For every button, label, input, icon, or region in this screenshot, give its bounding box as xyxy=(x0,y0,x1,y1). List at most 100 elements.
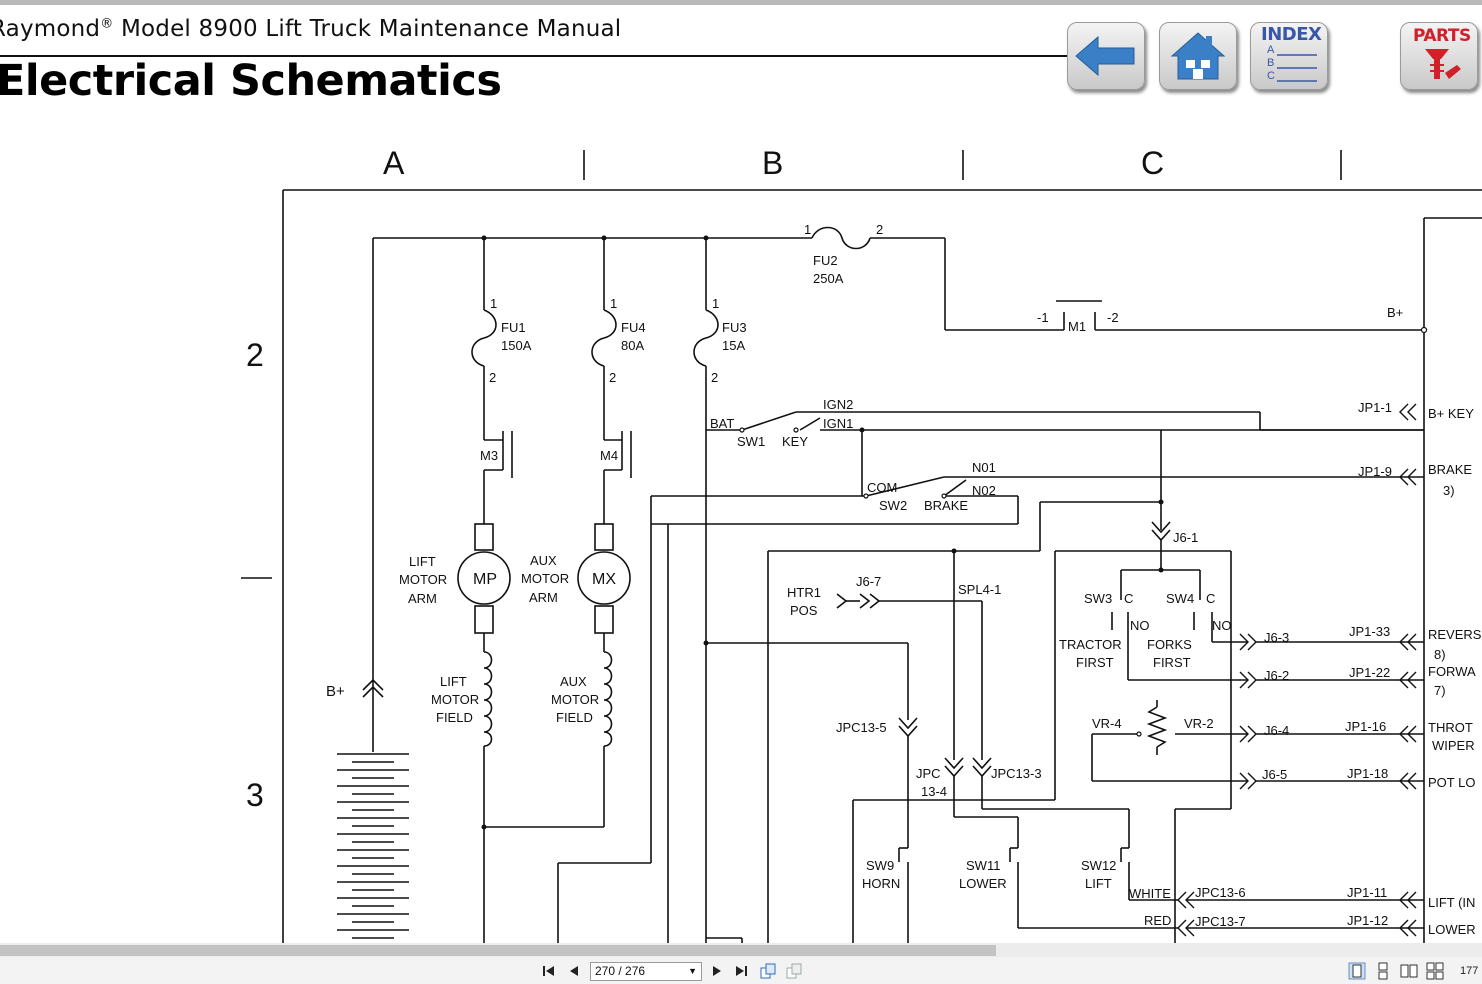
horn-label: HORN xyxy=(862,876,900,891)
home-icon xyxy=(1170,32,1226,80)
m1-pin1-label: -1 xyxy=(1037,310,1049,325)
row-label-3: 3 xyxy=(246,777,264,813)
m3-label: M3 xyxy=(480,448,498,463)
page-number-input[interactable]: 270 / 276 ▼ xyxy=(590,962,702,981)
jp1-11-label: JP1-11 xyxy=(1347,885,1387,900)
fu2-pin2-label: 2 xyxy=(876,222,883,237)
page-indicator: 270 / 276 xyxy=(595,964,646,978)
fu2-rating-label: 250A xyxy=(813,271,844,286)
vr-2-label: VR-2 xyxy=(1184,716,1214,731)
window-top-edge xyxy=(0,0,1482,5)
parts-button[interactable]: PARTS xyxy=(1400,22,1478,90)
mx-label: MX xyxy=(592,571,616,588)
next-view-icon[interactable] xyxy=(785,962,803,980)
chevron-down-icon[interactable]: ▼ xyxy=(688,966,697,976)
sw4-label: SW4 xyxy=(1166,591,1194,606)
sw2-label: SW2 xyxy=(879,498,907,513)
lower-label: LOWER xyxy=(1428,922,1476,937)
sw4-no-label: NO xyxy=(1212,618,1232,633)
b-plus-top-label: B+ xyxy=(1387,305,1403,320)
throttle-label: THROT xyxy=(1428,720,1473,735)
fu3-rating-label: 15A xyxy=(722,338,745,353)
aux-motor-field-label-2: MOTOR xyxy=(551,692,599,707)
last-page-icon[interactable] xyxy=(732,962,750,980)
fu1-pin2-label: 2 xyxy=(489,370,496,385)
j6-4-label: J6-4 xyxy=(1264,723,1289,738)
sw4-c-label: C xyxy=(1206,591,1215,606)
continuous-facing-view-icon[interactable] xyxy=(1426,962,1444,980)
jp1-12-label: JP1-12 xyxy=(1347,913,1388,928)
jp1-22-label: JP1-22 xyxy=(1349,665,1390,680)
lift-motor-field-label-2: MOTOR xyxy=(431,692,479,707)
jp1-9-label: JP1-9 xyxy=(1358,464,1392,479)
lift-motor-arm-label-1: LIFT xyxy=(409,554,436,569)
facing-view-icon[interactable] xyxy=(1400,962,1418,980)
fu4-rating-label: 80A xyxy=(621,338,644,353)
index-letter-b: B xyxy=(1267,57,1275,69)
n02-label: N02 xyxy=(972,483,996,498)
brake-label: BRAKE xyxy=(1428,462,1472,477)
horizontal-scrollbar-thumb[interactable] xyxy=(0,945,996,956)
red-wire-label: RED xyxy=(1144,913,1171,928)
key-label: KEY xyxy=(782,434,808,449)
continuous-view-icon[interactable] xyxy=(1374,962,1392,980)
tractor-first-label: FIRST xyxy=(1076,655,1114,670)
fu2-pin1-label: 1 xyxy=(804,222,811,237)
lift-motor-arm-label-2: MOTOR xyxy=(399,572,447,587)
fu1-label: FU1 xyxy=(501,320,526,335)
index-letter-a: A xyxy=(1267,44,1275,56)
b-plus-key-label: B+ KEY xyxy=(1428,406,1474,421)
lift-switch-label: LIFT xyxy=(1085,876,1112,891)
sw9-label: SW9 xyxy=(866,858,894,873)
fu4-label: FU4 xyxy=(621,320,646,335)
n01-label: N01 xyxy=(972,460,996,475)
header-rule xyxy=(0,55,1070,57)
fu4-pin1-label: 1 xyxy=(610,296,617,311)
index-letter-c: C xyxy=(1267,70,1275,82)
j6-5-label: J6-5 xyxy=(1262,767,1287,782)
zoom-level[interactable]: 177 xyxy=(1460,965,1479,977)
j6-7-label: J6-7 xyxy=(856,574,881,589)
spl4-1-label: SPL4-1 xyxy=(958,582,1001,597)
back-button[interactable] xyxy=(1067,22,1145,90)
aux-motor-field-label-1: AUX xyxy=(560,674,587,689)
j6-1-label: J6-1 xyxy=(1173,530,1198,545)
column-label-c: C xyxy=(1141,145,1164,181)
aux-motor-arm-label-2: MOTOR xyxy=(521,571,569,586)
htr1-label: HTR1 xyxy=(787,585,821,600)
previous-view-icon[interactable] xyxy=(759,962,777,980)
column-label-a: A xyxy=(383,145,405,181)
first-page-icon[interactable] xyxy=(540,962,558,980)
brake-ref-label: 3) xyxy=(1443,483,1455,498)
jp1-1-label: JP1-1 xyxy=(1358,400,1392,415)
jp1-18-label: JP1-18 xyxy=(1347,766,1388,781)
aux-motor-arm-label-1: AUX xyxy=(530,553,557,568)
sw1-label: SW1 xyxy=(737,434,765,449)
jpc13-6-label: JPC13-6 xyxy=(1195,885,1246,900)
reverse-ref-label: 8) xyxy=(1434,647,1446,662)
forward-label: FORWA xyxy=(1428,664,1476,679)
next-page-icon[interactable] xyxy=(708,962,726,980)
lift-motor-arm-label-3: ARM xyxy=(408,591,437,606)
jpc13-3-label: JPC13-3 xyxy=(991,766,1042,781)
sw11-label: SW11 xyxy=(966,858,1000,873)
single-page-view-icon[interactable] xyxy=(1348,962,1366,980)
index-button[interactable]: INDEX A B C xyxy=(1250,22,1328,90)
lift-motor-field-label-3: FIELD xyxy=(436,710,473,725)
sw12-label: SW12 xyxy=(1081,858,1116,873)
pot-lo-label: POT LO xyxy=(1428,775,1475,790)
lift-in-label: LIFT (IN xyxy=(1428,895,1475,910)
forks-first-label: FIRST xyxy=(1153,655,1191,670)
fu1-rating-label: 150A xyxy=(501,338,532,353)
m1-pin2-label: -2 xyxy=(1107,310,1119,325)
sw3-no-label: NO xyxy=(1130,618,1150,633)
aux-motor-field-label-3: FIELD xyxy=(556,710,593,725)
electrical-schematic: A B C 2 3 1 2 FU2 250A 1 FU1 150A 2 1 FU… xyxy=(241,145,1482,943)
sw3-label: SW3 xyxy=(1084,591,1112,606)
vr-4-label: VR-4 xyxy=(1092,716,1122,731)
sw3-c-label: C xyxy=(1124,591,1133,606)
home-button[interactable] xyxy=(1159,22,1237,90)
page-heading: Electrical Schematics xyxy=(0,56,502,106)
prev-page-icon[interactable] xyxy=(565,962,583,980)
white-wire-label: WHITE xyxy=(1129,886,1171,901)
